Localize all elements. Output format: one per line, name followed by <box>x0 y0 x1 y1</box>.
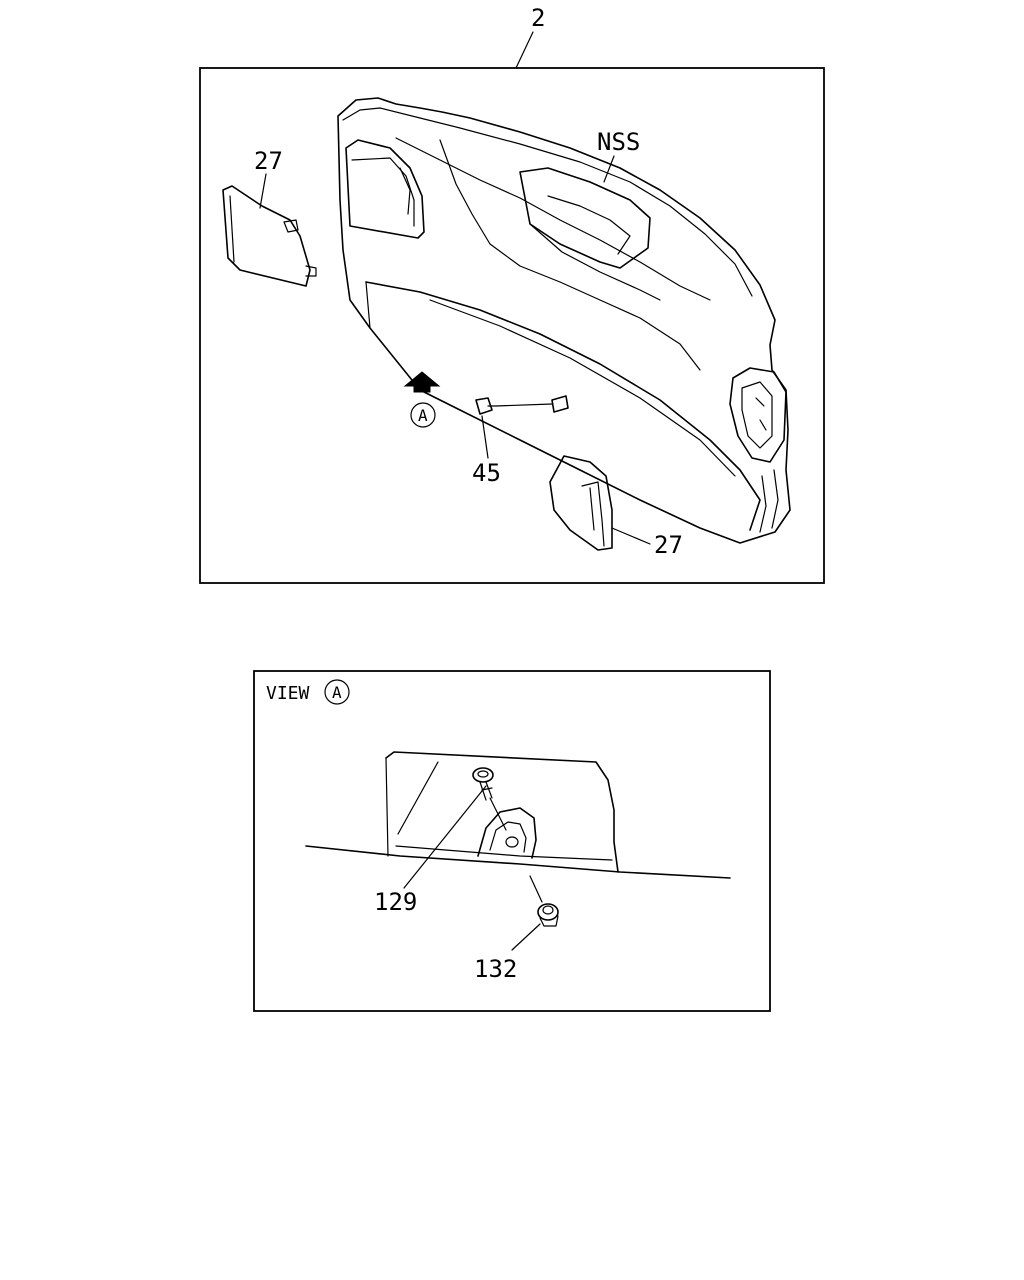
clip-detail-label: 132 <box>474 955 517 983</box>
trim-label-lower-right: 27 <box>654 531 683 559</box>
screw-leader-to-boss <box>489 797 507 831</box>
nss-label: NSS <box>597 128 640 156</box>
assembly-leader <box>515 31 534 69</box>
trim-leader-upper-left <box>259 173 267 209</box>
clip-leader <box>481 415 489 459</box>
detail-trim-piece <box>385 751 619 873</box>
screw-label: 129 <box>374 888 417 916</box>
view-direction-arrow <box>403 371 441 393</box>
main-assembly-panel: 2 <box>199 4 825 584</box>
trim-leader-lower-right <box>611 527 651 545</box>
panel-edge <box>305 845 731 879</box>
trim-piece-lower-right <box>549 455 613 551</box>
assembly-label: 2 <box>531 4 545 32</box>
screw-129 <box>472 767 494 801</box>
detail-title: VIEW <box>266 683 310 704</box>
clip-132 <box>537 903 559 927</box>
screw-leader <box>403 785 487 889</box>
door-trim-panel <box>337 97 791 544</box>
detail-frame <box>253 670 771 1012</box>
clip-leader-to-panel <box>529 875 543 903</box>
view-marker-circle <box>410 402 436 428</box>
clip-label: 45 <box>472 459 501 487</box>
trim-piece-upper-left <box>222 185 317 287</box>
trim-label-upper-left: 27 <box>254 147 283 175</box>
view-marker-label: A <box>418 406 428 425</box>
main-frame <box>199 67 825 584</box>
detail-marker-label: A <box>332 683 342 702</box>
screw-boss <box>477 807 537 859</box>
detail-view-panel: VIEW A 129 132 <box>253 670 771 1012</box>
nss-leader <box>603 155 615 183</box>
clip-detail-leader <box>511 923 541 951</box>
detail-marker-circle <box>324 679 350 705</box>
clip-part-45 <box>475 395 569 415</box>
